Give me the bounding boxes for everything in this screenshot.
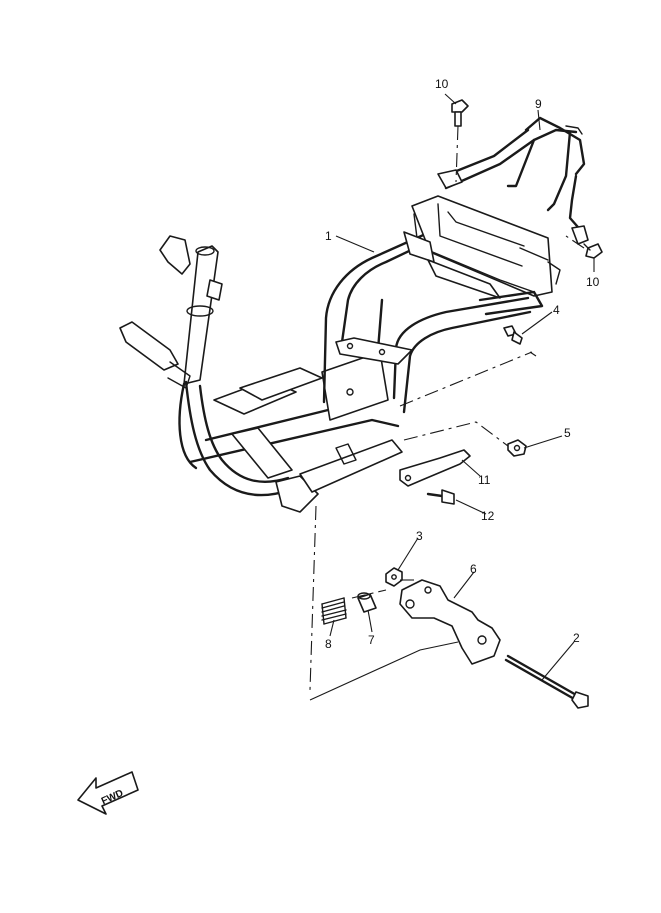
collar-7: [357, 592, 377, 613]
assembly-lines: [309, 125, 585, 691]
stand-bracket-6: [399, 579, 501, 665]
callout-4: 4: [553, 303, 560, 317]
callout-3: 3: [416, 529, 423, 543]
long-bolt-2: [504, 654, 589, 709]
bolt-4: [503, 325, 523, 345]
leader-lines: [309, 93, 595, 701]
callout-9: 9: [535, 97, 542, 111]
nut-3: [385, 567, 403, 587]
nut-5: [507, 439, 527, 457]
callout-8: 8: [325, 637, 332, 651]
callout-5: 5: [564, 426, 571, 440]
callout-11: 11: [478, 473, 491, 487]
callout-12: 12: [481, 509, 495, 523]
callout-1: 1: [325, 229, 332, 243]
callout-10-top: 10: [435, 77, 449, 91]
callout-7: 7: [368, 633, 375, 647]
callout-10-right: 10: [586, 275, 600, 289]
main-frame: [119, 195, 561, 513]
callout-6: 6: [470, 562, 477, 576]
bolt-10-top: [451, 99, 469, 127]
spring-8: [321, 597, 347, 625]
bolt-10-right: [583, 243, 603, 259]
forward-arrow-icon: FWD: [77, 771, 139, 815]
bolt-12: [426, 489, 455, 505]
bracket-11: [399, 449, 471, 487]
callout-2: 2: [573, 631, 580, 645]
